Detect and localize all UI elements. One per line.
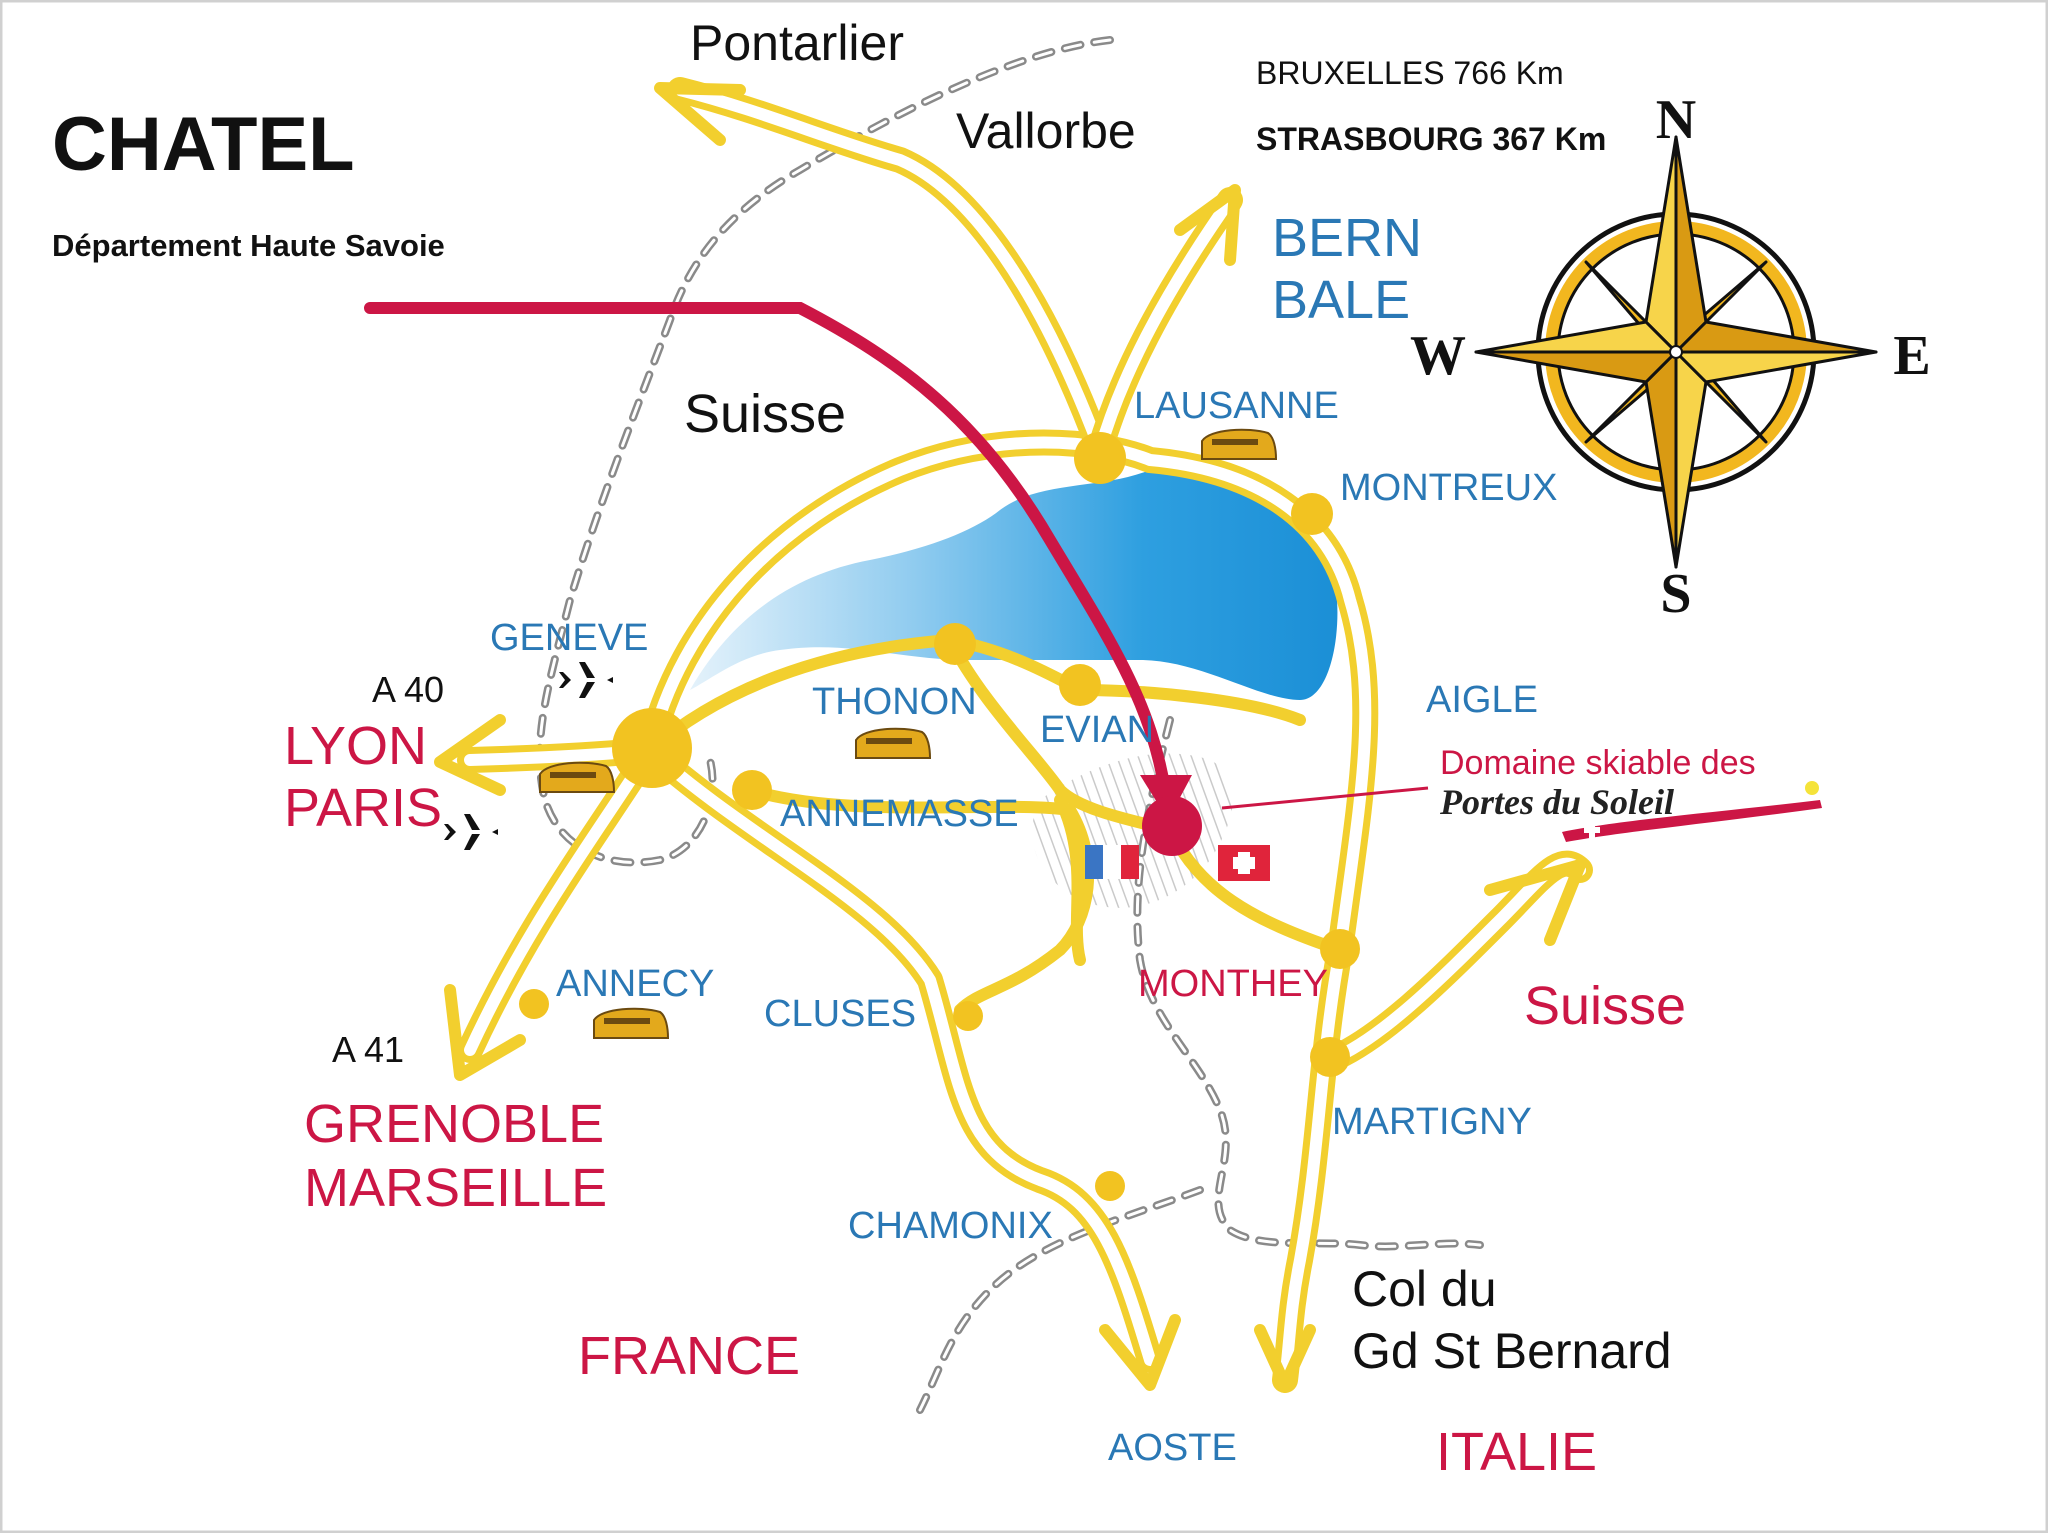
arrow-grenoble-icon (444, 984, 526, 1081)
swoosh-swiss-cross-icon (1584, 822, 1600, 838)
compass-north-label: N (1656, 89, 1696, 151)
arrow-lyon-icon (434, 714, 506, 796)
ski-area-logo-text: Portes du Soleil (1439, 782, 1674, 822)
town-dot-annecy (519, 989, 549, 1019)
town-dot-thonon (934, 623, 976, 665)
destination-lyon: LYON (284, 716, 427, 776)
town-label-lausanne: LAUSANNE (1134, 385, 1339, 427)
town-dot-chamonix (1095, 1171, 1125, 1201)
town-dot-lausanne (1074, 432, 1126, 484)
town-label-cluses: CLUSES (764, 993, 916, 1035)
destination-paris: PARIS (284, 778, 442, 838)
route-arrows (434, 82, 1586, 1391)
country-label-france: FRANCE (578, 1326, 800, 1386)
train-icon (1201, 428, 1278, 460)
route-label-col-du: Col du (1352, 1261, 1497, 1317)
airplane-icon (559, 662, 613, 698)
compass-south-label: S (1660, 563, 1691, 625)
route-label-a41: A 41 (332, 1029, 404, 1070)
distance-bruxelles: BRUXELLES 766 Km (1256, 55, 1564, 91)
arrow-aoste-icon (1099, 1314, 1181, 1391)
route-label-gd-st-bernard: Gd St Bernard (1352, 1323, 1672, 1379)
route-label-vallorbe: Vallorbe (956, 103, 1136, 159)
train-icon (539, 761, 616, 793)
compass-west-label: W (1410, 325, 1466, 387)
town-label-geneve: GENEVE (490, 617, 648, 659)
town-label-martigny: MARTIGNY (1332, 1101, 1532, 1143)
town-label-thonon: THONON (812, 681, 977, 723)
train-icon (593, 1007, 670, 1039)
town-dot-annemasse (732, 770, 772, 810)
map-subtitle: Département Haute Savoie (52, 228, 445, 263)
swiss-flag-icon (1218, 845, 1270, 881)
town-dot-monthey (1320, 929, 1360, 969)
french-flag-icon (1085, 845, 1139, 879)
route-label-a40: A 40 (372, 669, 444, 710)
town-label-annecy: ANNECY (556, 963, 714, 1005)
town-label-aoste: AOSTE (1108, 1427, 1237, 1469)
ski-area-label: Domaine skiable des (1440, 744, 1756, 782)
destination-bale: BALE (1272, 270, 1410, 330)
town-dot-evian (1059, 664, 1101, 706)
town-dot-geneve (612, 708, 692, 788)
arrow-bern-icon (1174, 184, 1241, 266)
country-label-suisse-north: Suisse (684, 384, 846, 444)
arrow-col-icon (1254, 1324, 1316, 1391)
chatel-marker (1142, 796, 1202, 856)
route-to-chatel (364, 302, 1171, 796)
swoosh-sun-icon (1805, 781, 1819, 795)
arrow-pontarlier-icon (654, 82, 746, 146)
town-dot-montreux (1291, 493, 1333, 535)
ski-area-pointer (1221, 786, 1429, 810)
destination-grenoble: GRENOBLE (304, 1094, 604, 1154)
route-label-pontarlier: Pontarlier (690, 15, 904, 71)
destination-bern: BERN (1272, 208, 1422, 268)
destination-marseille: MARSEILLE (304, 1158, 607, 1218)
country-label-italie: ITALIE (1436, 1422, 1597, 1482)
town-dot-cluses (953, 1001, 983, 1031)
arrow-suisse-east-icon (1484, 859, 1586, 946)
map-title: CHATEL (52, 102, 355, 187)
compass-east-label: E (1893, 325, 1930, 387)
compass-rose-icon (1474, 135, 1878, 569)
town-label-chamonix: CHAMONIX (848, 1205, 1053, 1247)
road-network (457, 77, 1593, 1393)
train-icon (855, 727, 932, 759)
town-label-evian: EVIAN (1040, 709, 1154, 751)
secondary-roads (644, 634, 1346, 1016)
distance-strasbourg: STRASBOURG 367 Km (1256, 121, 1606, 157)
airplane-icon (444, 814, 498, 850)
portes-du-soleil-swoosh (1562, 800, 1822, 842)
town-markers (519, 432, 1360, 1201)
town-label-aigle: AIGLE (1426, 679, 1538, 721)
country-label-suisse-east: Suisse (1524, 976, 1686, 1036)
lake-geneva (690, 464, 1338, 700)
town-label-annemasse: ANNEMASSE (780, 793, 1019, 835)
town-label-monthey: MONTHEY (1138, 963, 1328, 1005)
town-dot-martigny (1310, 1037, 1350, 1077)
town-label-montreux: MONTREUX (1340, 467, 1557, 509)
